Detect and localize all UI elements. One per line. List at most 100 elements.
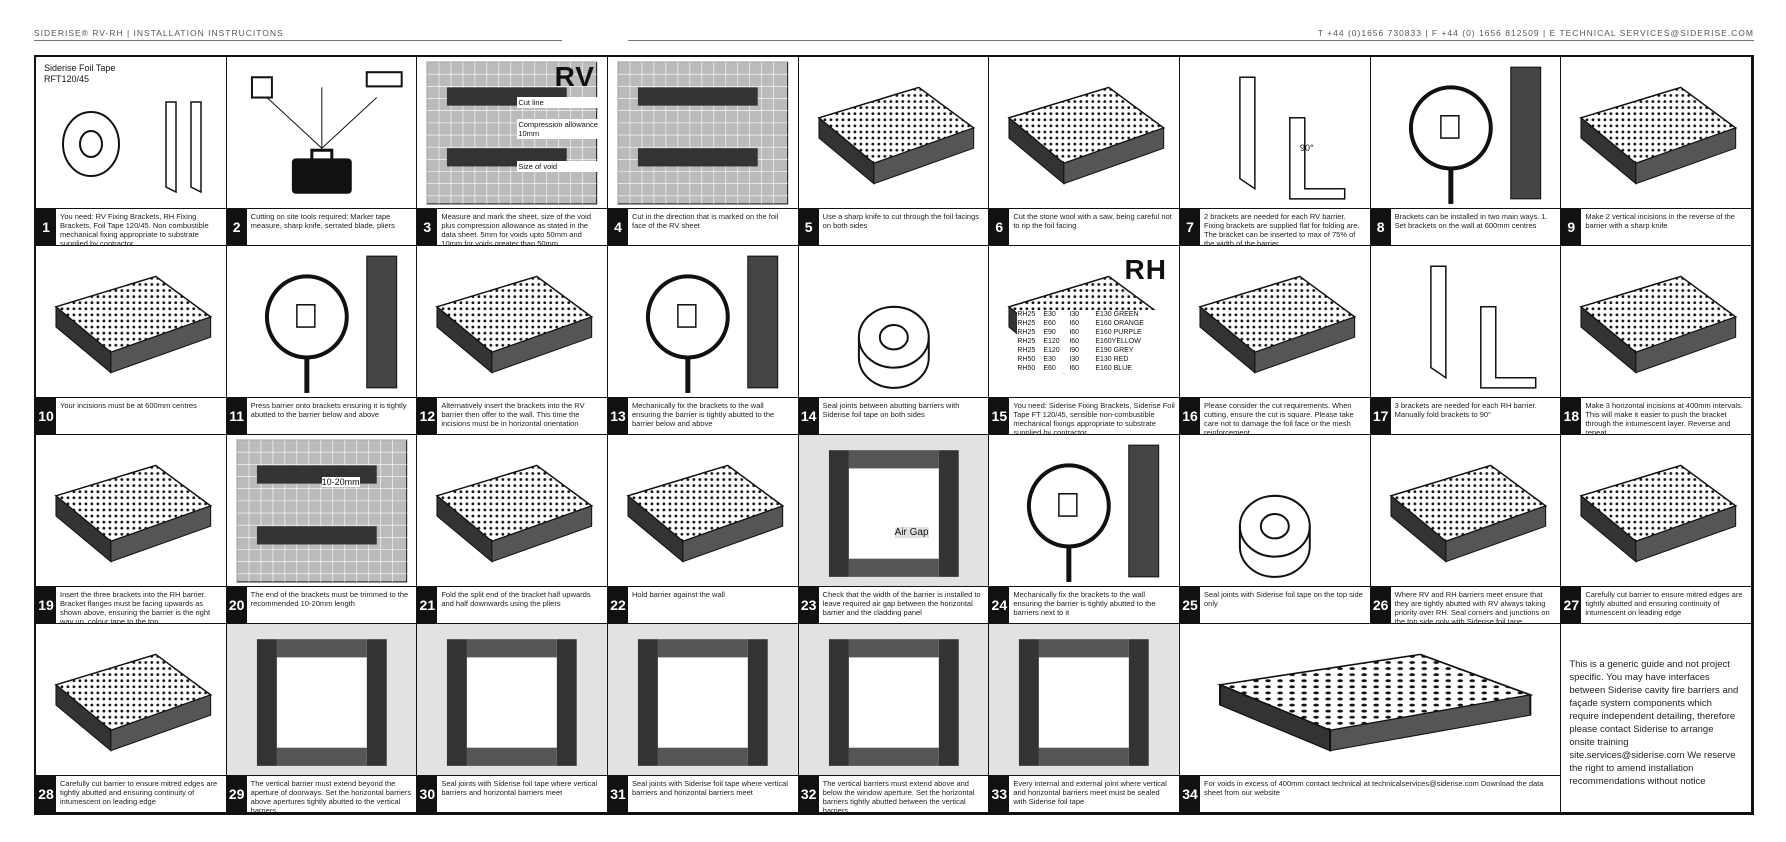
- step-number: 26: [1370, 587, 1391, 623]
- step-number: 16: [1180, 398, 1200, 434]
- rh-spec-cell: RH25: [1017, 311, 1036, 318]
- step-number: 5: [798, 209, 819, 245]
- step-number: 14: [798, 398, 819, 434]
- step-number: 30: [417, 776, 438, 812]
- trim-length-label: 10-20mm: [321, 477, 360, 487]
- step-text: Every internal and external joint where …: [1013, 779, 1167, 806]
- step-number: 18: [1561, 398, 1582, 434]
- step-text: Where RV and RH barriers meet ensure tha…: [1394, 590, 1550, 624]
- step-illustration: [799, 246, 989, 398]
- rh-spec-cell: RH25: [1017, 329, 1036, 336]
- rh-spec-row: RH25 E90 I60 E160 PURPLE: [1017, 328, 1165, 337]
- step-illustration: [1561, 435, 1751, 587]
- compression-label: Compression allowance 10mm: [517, 119, 600, 139]
- step-number: 10: [36, 398, 56, 434]
- cut-line-label: Cut line: [517, 97, 600, 108]
- step-text: Brackets can be installed in two main wa…: [1394, 212, 1548, 230]
- rh-spec-cell: I60: [1069, 338, 1080, 345]
- step-text: For voids in excess of 400mm contact tec…: [1204, 779, 1544, 797]
- step-text: Use a sharp knife to cut through the foi…: [822, 212, 979, 230]
- rh-spec-cell: E120: [1043, 338, 1060, 345]
- step-text: Make 3 horizontal incisions at 400mm int…: [1585, 401, 1743, 435]
- rh-label: RH: [1124, 254, 1167, 285]
- step-illustration: [1561, 57, 1751, 209]
- step-text: The end of the brackets must be trimmed …: [250, 590, 409, 608]
- step-illustration: Air Gap: [798, 435, 989, 587]
- step-number: 8: [1370, 209, 1391, 245]
- rh-spec-cell: I60: [1069, 320, 1080, 327]
- step-text: Cut in the direction that is marked on t…: [632, 212, 779, 230]
- rh-spec-cell: I30: [1069, 356, 1080, 363]
- step-text: Carefully cut barrier to ensure mitred e…: [60, 779, 218, 806]
- rh-spec-cell: E160 ORANGE: [1095, 320, 1144, 327]
- rh-spec-cell: RH25: [1017, 320, 1036, 327]
- step-number: 13: [608, 398, 628, 434]
- step-number: 24: [989, 587, 1010, 623]
- step-number: 12: [417, 398, 438, 434]
- rh-spec-cell: E160 PURPLE: [1095, 329, 1142, 336]
- step-text: You need: RV Fixing Brackets, RH Fixing …: [60, 212, 209, 246]
- step-illustration: [417, 435, 607, 587]
- step-illustration: [989, 57, 1179, 209]
- step-illustration: [799, 57, 989, 209]
- rh-spec-cell: E130 GREEN: [1095, 311, 1139, 318]
- foil-tape-title: Siderise Foil Tape: [44, 63, 116, 73]
- rh-spec-cell: I60: [1069, 329, 1080, 336]
- step-illustration: [1371, 246, 1561, 398]
- step-text: Cutting on site tools required: Marker t…: [250, 212, 395, 230]
- step-illustration: [608, 624, 798, 776]
- step-illustration: [1180, 435, 1370, 587]
- step-illustration: [227, 246, 417, 398]
- step-illustration: [1180, 624, 1560, 776]
- rh-spec-cell: E90: [1043, 329, 1056, 336]
- rh-spec-cell: E160 BLUE: [1095, 365, 1132, 372]
- step-illustration: [227, 57, 417, 209]
- step-text: Alternatively insert the brackets into t…: [441, 401, 585, 428]
- step-number: 32: [798, 776, 819, 812]
- step-number: 4: [608, 209, 628, 245]
- step-text: Make 2 vertical incisions in the reverse…: [1585, 212, 1735, 230]
- step-illustration: [36, 246, 226, 398]
- rh-spec-cell: E120: [1043, 347, 1060, 354]
- step-number: 28: [36, 776, 56, 812]
- step-text: Seal joints with Siderise foil tape on t…: [1204, 590, 1363, 608]
- step-text: Insert the three brackets into the RH ba…: [60, 590, 211, 624]
- step-illustration: [1371, 57, 1561, 209]
- step-number: 33: [989, 776, 1010, 812]
- step-number: 19: [36, 587, 56, 623]
- rh-spec-cell: E30: [1043, 311, 1056, 318]
- step-illustration: [608, 57, 798, 209]
- rh-spec-cell: RH25: [1017, 347, 1036, 354]
